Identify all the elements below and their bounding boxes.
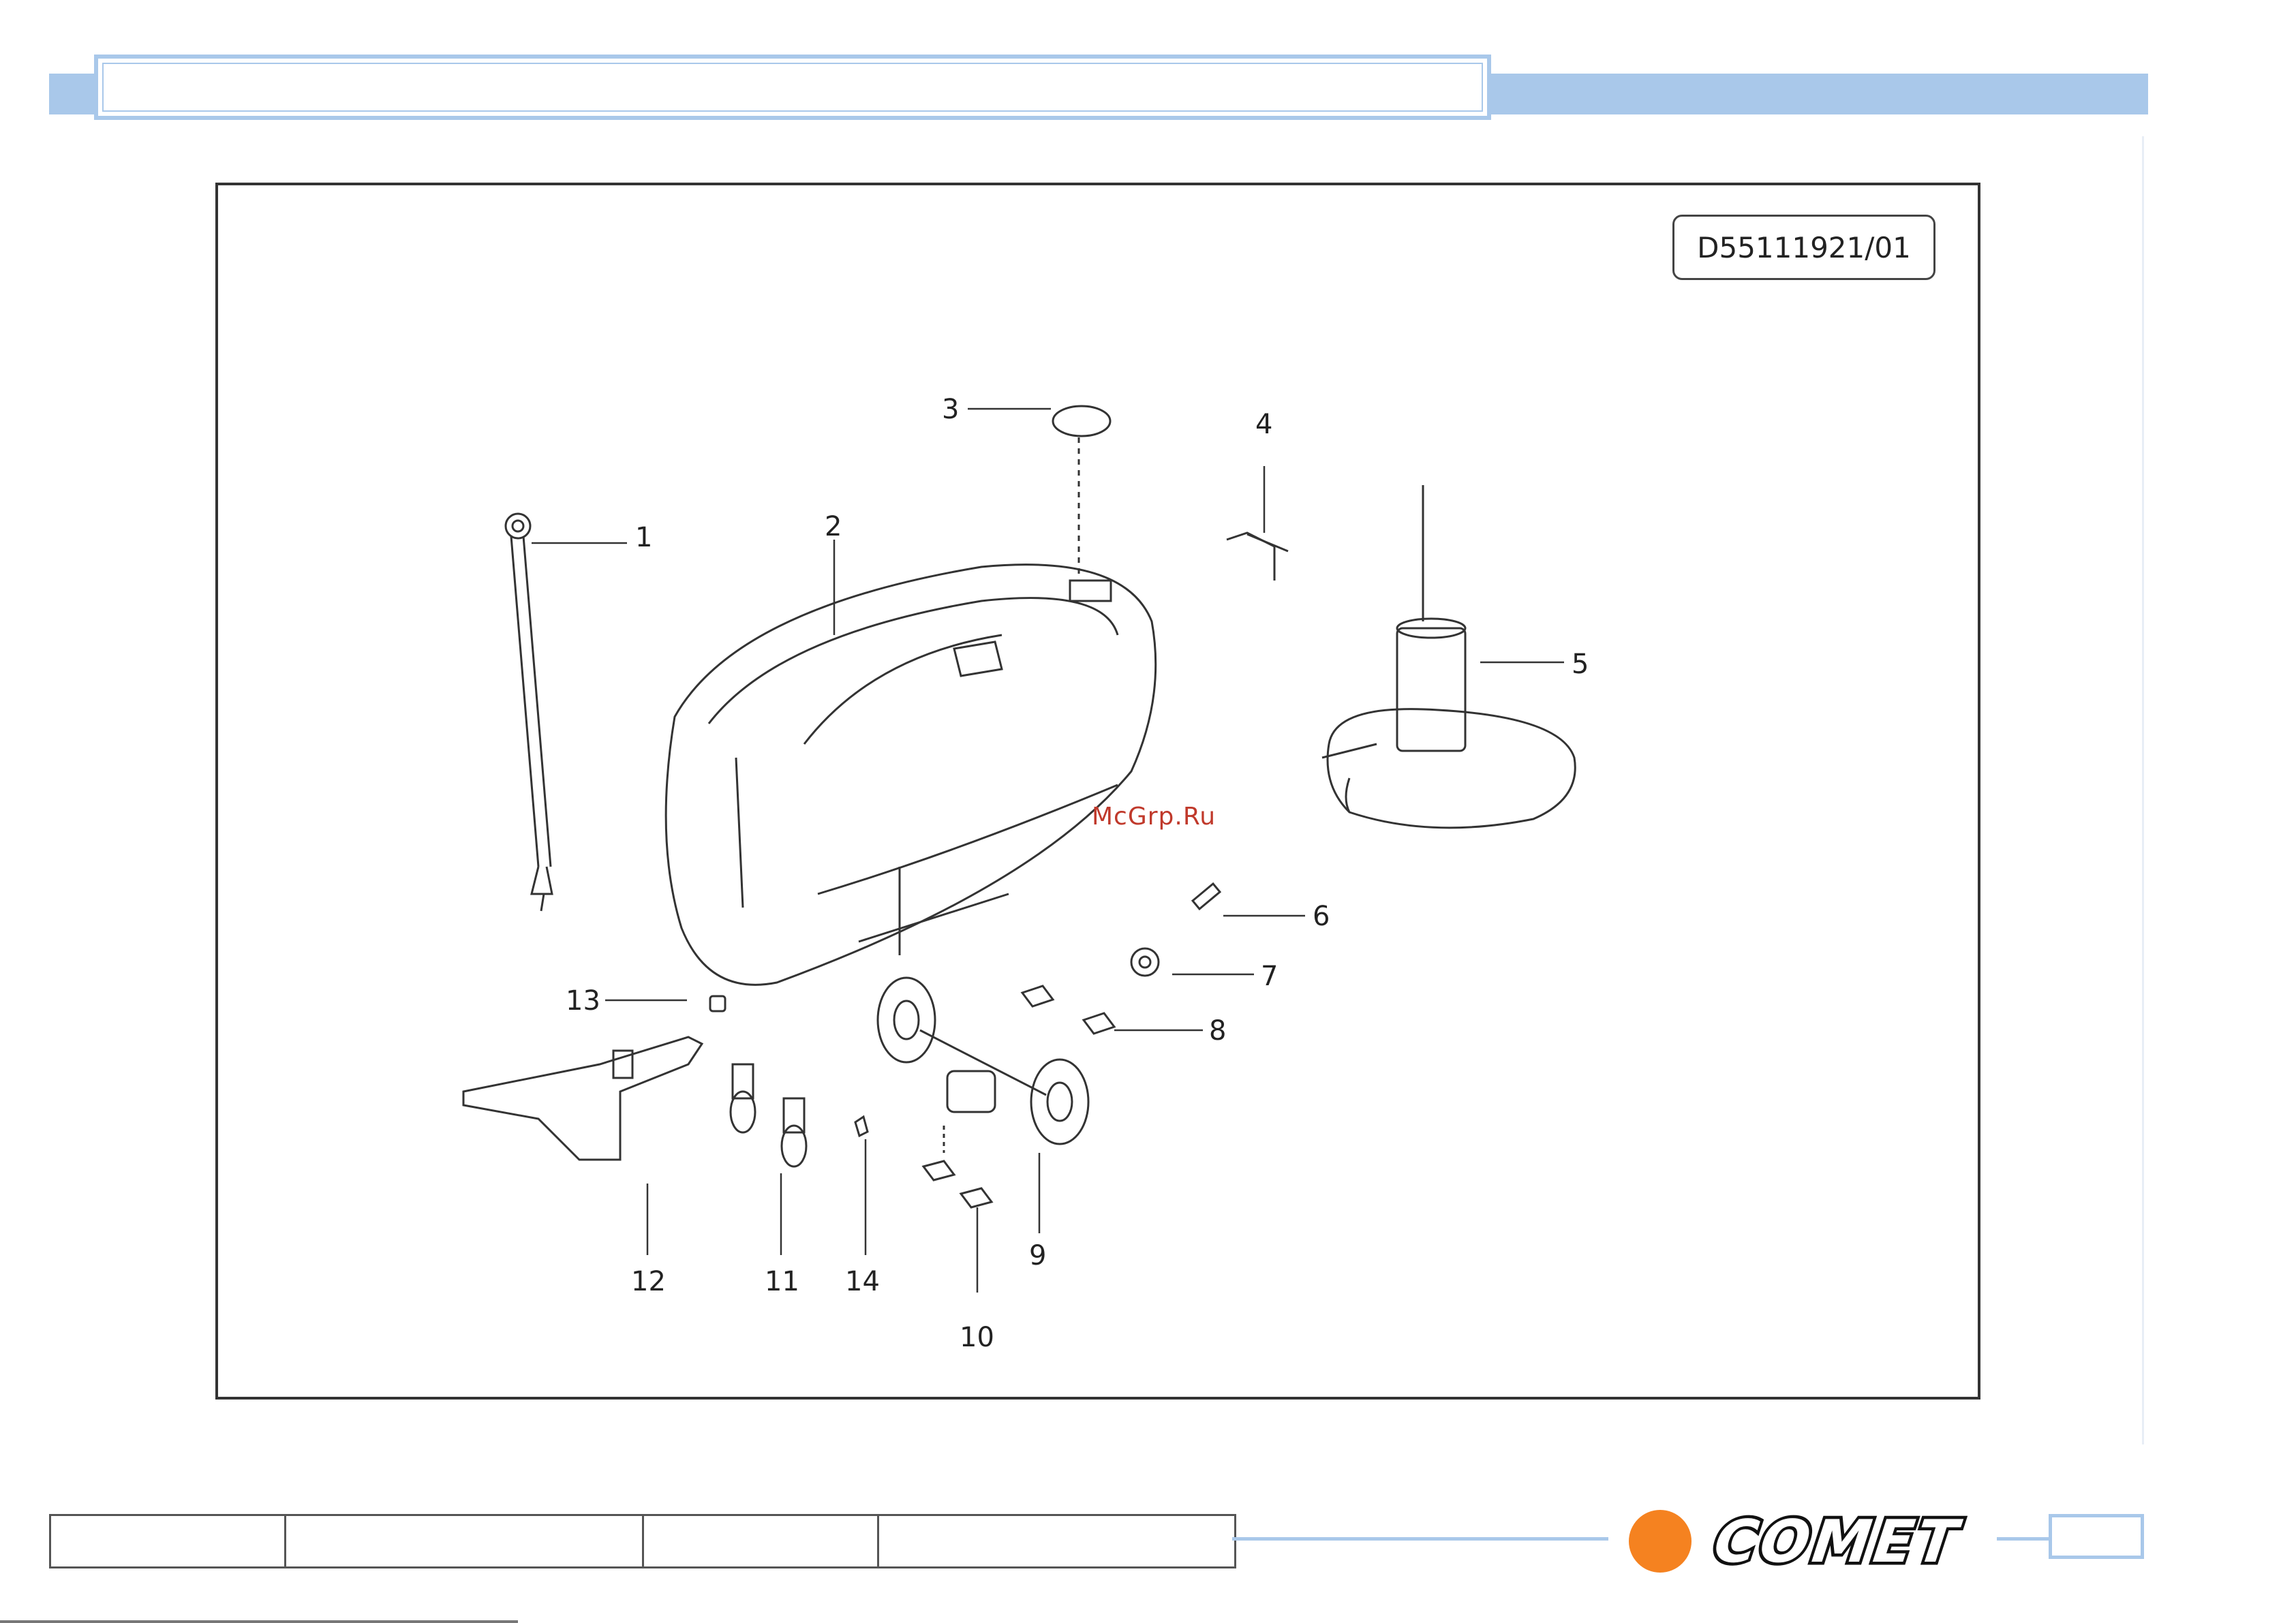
callout-8: 8 bbox=[1209, 1015, 1226, 1047]
exploded-view-frame: 1 2 3 4 5 6 7 8 9 10 11 12 13 14 McGrp.R… bbox=[215, 183, 1980, 1400]
comet-logo: COMET bbox=[1625, 1503, 1986, 1578]
callout-9: 9 bbox=[1029, 1240, 1046, 1271]
footer-rule-right bbox=[1997, 1537, 2051, 1541]
exploded-parts-drawing bbox=[218, 185, 1978, 1397]
watermark-text: McGrp.Ru bbox=[1092, 803, 1216, 831]
header-title bbox=[102, 63, 1483, 112]
callout-14: 14 bbox=[845, 1266, 880, 1297]
part-12-drawing bbox=[463, 1037, 702, 1160]
drawing-code-label: D55111921/01 bbox=[1672, 215, 1935, 280]
part-5-drawing bbox=[1322, 485, 1575, 828]
callout-1: 1 bbox=[635, 522, 652, 553]
bottom-rule bbox=[0, 1620, 518, 1623]
part-13-drawing bbox=[710, 996, 725, 1011]
callout-10: 10 bbox=[960, 1322, 994, 1353]
callout-2: 2 bbox=[825, 511, 842, 542]
callout-7: 7 bbox=[1261, 961, 1278, 992]
part-2-drawing bbox=[666, 565, 1156, 985]
right-margin-rule bbox=[2142, 136, 2144, 1444]
part-14-drawing bbox=[855, 1117, 868, 1136]
part-7-drawing bbox=[1131, 948, 1159, 976]
footer-cell-2 bbox=[286, 1516, 644, 1566]
part-9-drawing bbox=[878, 978, 1088, 1144]
footer-cell-3 bbox=[644, 1516, 879, 1566]
part-11-drawing bbox=[731, 1064, 806, 1166]
callout-11: 11 bbox=[765, 1266, 799, 1297]
part-8-drawing bbox=[1022, 986, 1114, 1034]
callout-4: 4 bbox=[1255, 409, 1272, 440]
footer-cell-1 bbox=[51, 1516, 286, 1566]
callout-13: 13 bbox=[566, 985, 600, 1017]
callout-6: 6 bbox=[1313, 901, 1330, 932]
page-number-box bbox=[2049, 1514, 2144, 1559]
callout-3: 3 bbox=[942, 394, 959, 425]
part-6-drawing bbox=[1193, 884, 1220, 909]
part-3-drawing bbox=[1053, 406, 1110, 577]
leader-lines bbox=[532, 409, 1564, 1293]
part-4-drawing bbox=[1227, 533, 1288, 581]
footer-rule-left bbox=[1232, 1537, 1608, 1541]
svg-text:COMET: COMET bbox=[1703, 1507, 1970, 1575]
part-1-drawing bbox=[506, 514, 552, 911]
footer-info-table bbox=[49, 1514, 1236, 1568]
part-10-drawing bbox=[923, 1126, 992, 1207]
callout-5: 5 bbox=[1572, 649, 1589, 680]
footer-cell-4 bbox=[879, 1516, 1234, 1566]
callout-12: 12 bbox=[631, 1266, 666, 1297]
